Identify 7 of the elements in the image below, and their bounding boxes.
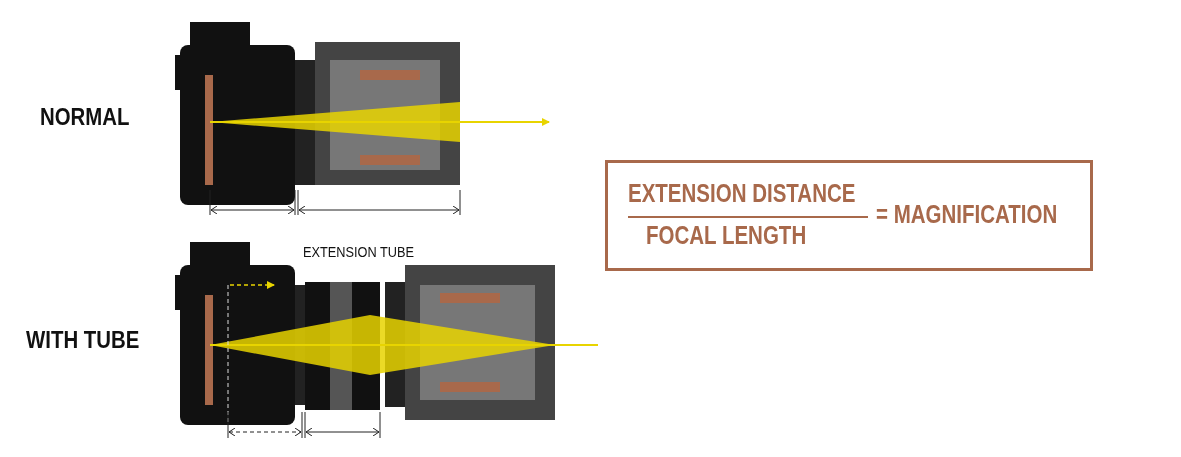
part-label: EXTENSION TUBE bbox=[303, 243, 414, 260]
result-text: = MAGNIFICATION bbox=[876, 200, 1058, 229]
row-label: WITH TUBE bbox=[26, 326, 140, 354]
row-label: NORMAL bbox=[40, 103, 130, 131]
denominator-text: FOCAL LENGTH bbox=[646, 221, 807, 250]
numerator-text: EXTENSION DISTANCE bbox=[628, 179, 856, 208]
formula-box bbox=[605, 160, 1093, 271]
